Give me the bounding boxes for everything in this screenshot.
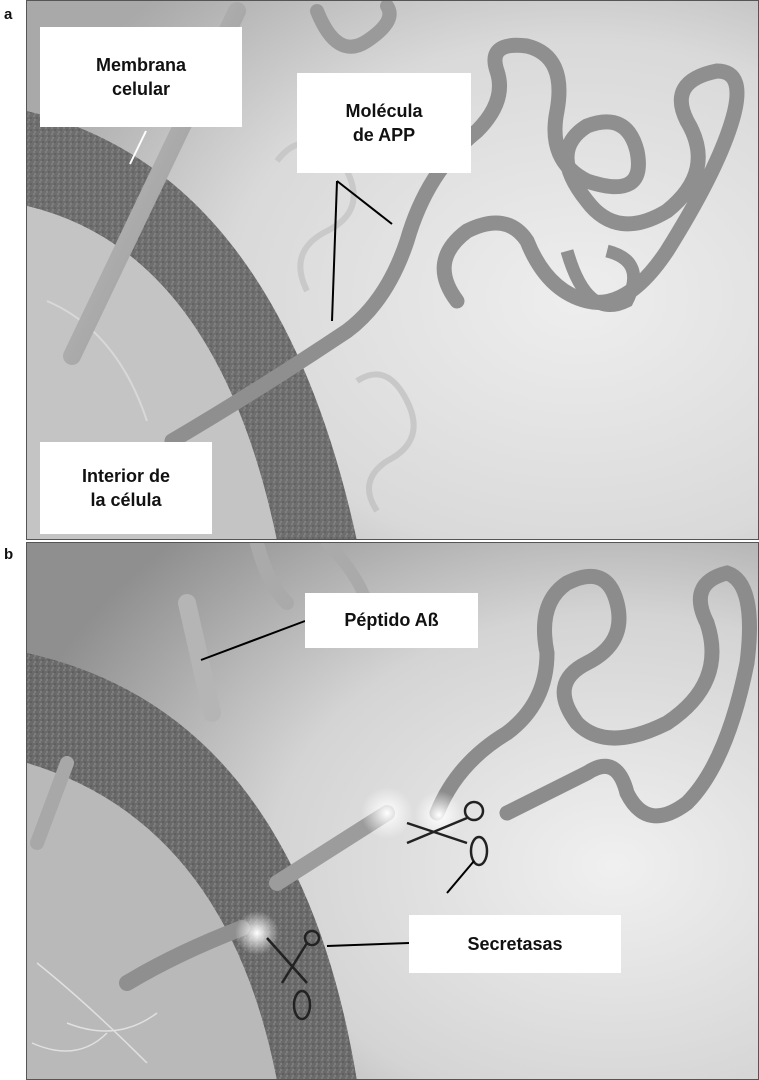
panel-b-letter: b [4,546,13,563]
peptide-label: Péptido Aß [305,593,478,648]
panel-a-letter: a [4,6,12,23]
app-molecule-label: Molécula de APP [297,73,471,173]
membrane-label: Membrana celular [40,27,242,127]
panel-b: Péptido Aß Secretasas [26,542,759,1080]
cell-interior-label: Interior de la célula [40,442,212,534]
panel-a: Membrana celular Molécula de APP Interio… [26,0,759,540]
secretases-label: Secretasas [409,915,621,973]
